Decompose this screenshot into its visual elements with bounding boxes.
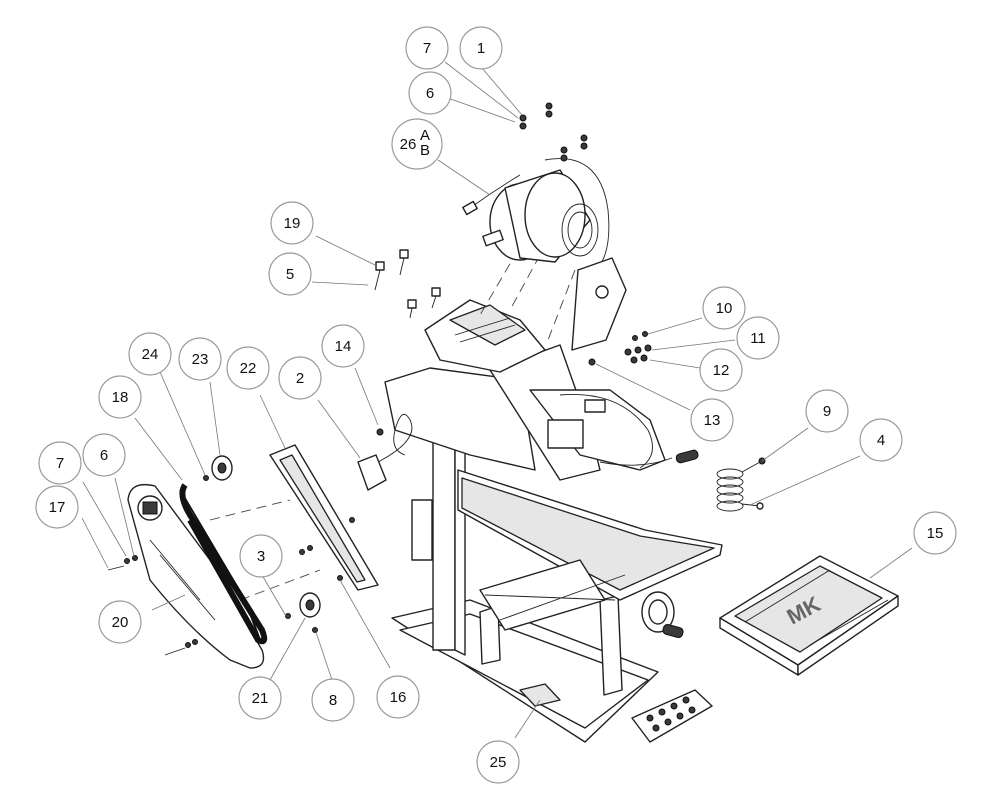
callout-2-label: 2 <box>296 370 304 387</box>
pulley-23 <box>203 455 233 481</box>
callout-26-label: 26 <box>400 136 417 153</box>
callout-21-label: 21 <box>252 690 269 707</box>
callout-1-label: 1 <box>477 40 485 57</box>
callout-25-label: 25 <box>490 754 507 771</box>
callout-3-label: 3 <box>257 548 265 565</box>
callout-2: 2 <box>278 356 322 400</box>
drive-belt <box>179 483 268 645</box>
callout-21: 21 <box>238 676 282 720</box>
callout-8: 8 <box>311 678 355 722</box>
callout-19-label: 19 <box>284 215 301 232</box>
callout-22-label: 22 <box>240 360 257 377</box>
pulley-21 <box>285 592 321 633</box>
callout-15: 15 <box>913 511 957 555</box>
callout-17: 17 <box>35 485 79 529</box>
callout-6-top: 6 <box>408 71 452 115</box>
callout-7-top-label: 7 <box>423 40 431 57</box>
callout-9-label: 9 <box>823 403 831 420</box>
callout-15-label: 15 <box>927 525 944 542</box>
belt-guard <box>127 483 265 669</box>
callout-26: 26 A B <box>391 118 443 170</box>
callout-6-top-label: 6 <box>426 85 434 102</box>
motor <box>462 158 627 351</box>
callout-24-label: 24 <box>142 346 159 363</box>
callout-26-sub-a: A <box>420 127 430 144</box>
callout-14: 14 <box>321 324 365 368</box>
belt-guard-bracket <box>269 444 379 591</box>
callout-14-label: 14 <box>335 338 352 355</box>
callout-7-left-label: 7 <box>56 455 64 472</box>
callout-5: 5 <box>268 252 312 296</box>
callout-20: 20 <box>98 600 142 644</box>
callout-12: 12 <box>699 348 743 392</box>
callout-19: 19 <box>270 201 314 245</box>
callout-10: 10 <box>702 286 746 330</box>
callout-5-label: 5 <box>286 266 294 283</box>
spring <box>716 457 766 512</box>
callout-20-label: 20 <box>112 614 129 631</box>
callout-11-label: 11 <box>750 330 766 347</box>
water-tray: MK <box>719 555 899 676</box>
bolts-10-11-12 <box>588 331 652 366</box>
cutting-head <box>384 299 699 481</box>
callout-7-top: 7 <box>405 26 449 70</box>
callout-3: 3 <box>239 534 283 578</box>
callout-7-left: 7 <box>38 441 82 485</box>
switch-box <box>357 413 413 491</box>
callout-13-label: 13 <box>704 412 721 429</box>
handwheel <box>641 591 684 639</box>
callout-24: 24 <box>128 332 172 376</box>
callout-1: 1 <box>459 26 503 70</box>
callout-16-label: 16 <box>390 689 407 706</box>
callout-6-left-label: 6 <box>100 447 108 464</box>
assembly-lines <box>209 249 576 601</box>
callout-17-label: 17 <box>49 499 66 516</box>
callout-23-label: 23 <box>192 351 209 368</box>
callout-25: 25 <box>476 740 520 784</box>
callout-26-sub-b: B <box>420 142 430 159</box>
callout-12-label: 12 <box>713 362 730 379</box>
callout-13: 13 <box>690 398 734 442</box>
callout-9: 9 <box>805 389 849 433</box>
callout-10-label: 10 <box>716 300 733 317</box>
callout-4-label: 4 <box>877 432 885 449</box>
callout-4: 4 <box>859 418 903 462</box>
callout-18: 18 <box>98 375 142 419</box>
callout-8-label: 8 <box>329 692 337 709</box>
callout-16: 16 <box>376 675 420 719</box>
callout-23: 23 <box>178 337 222 381</box>
callout-22: 22 <box>226 346 270 390</box>
motor-hardware <box>374 102 588 319</box>
stand-frame <box>391 394 723 743</box>
callout-18-label: 18 <box>112 389 129 406</box>
callout-11: 11 <box>736 316 780 360</box>
foot-pedal <box>631 689 713 743</box>
leader-lines <box>81 61 913 739</box>
callout-6-left: 6 <box>82 433 126 477</box>
belt-hardware <box>107 555 198 656</box>
